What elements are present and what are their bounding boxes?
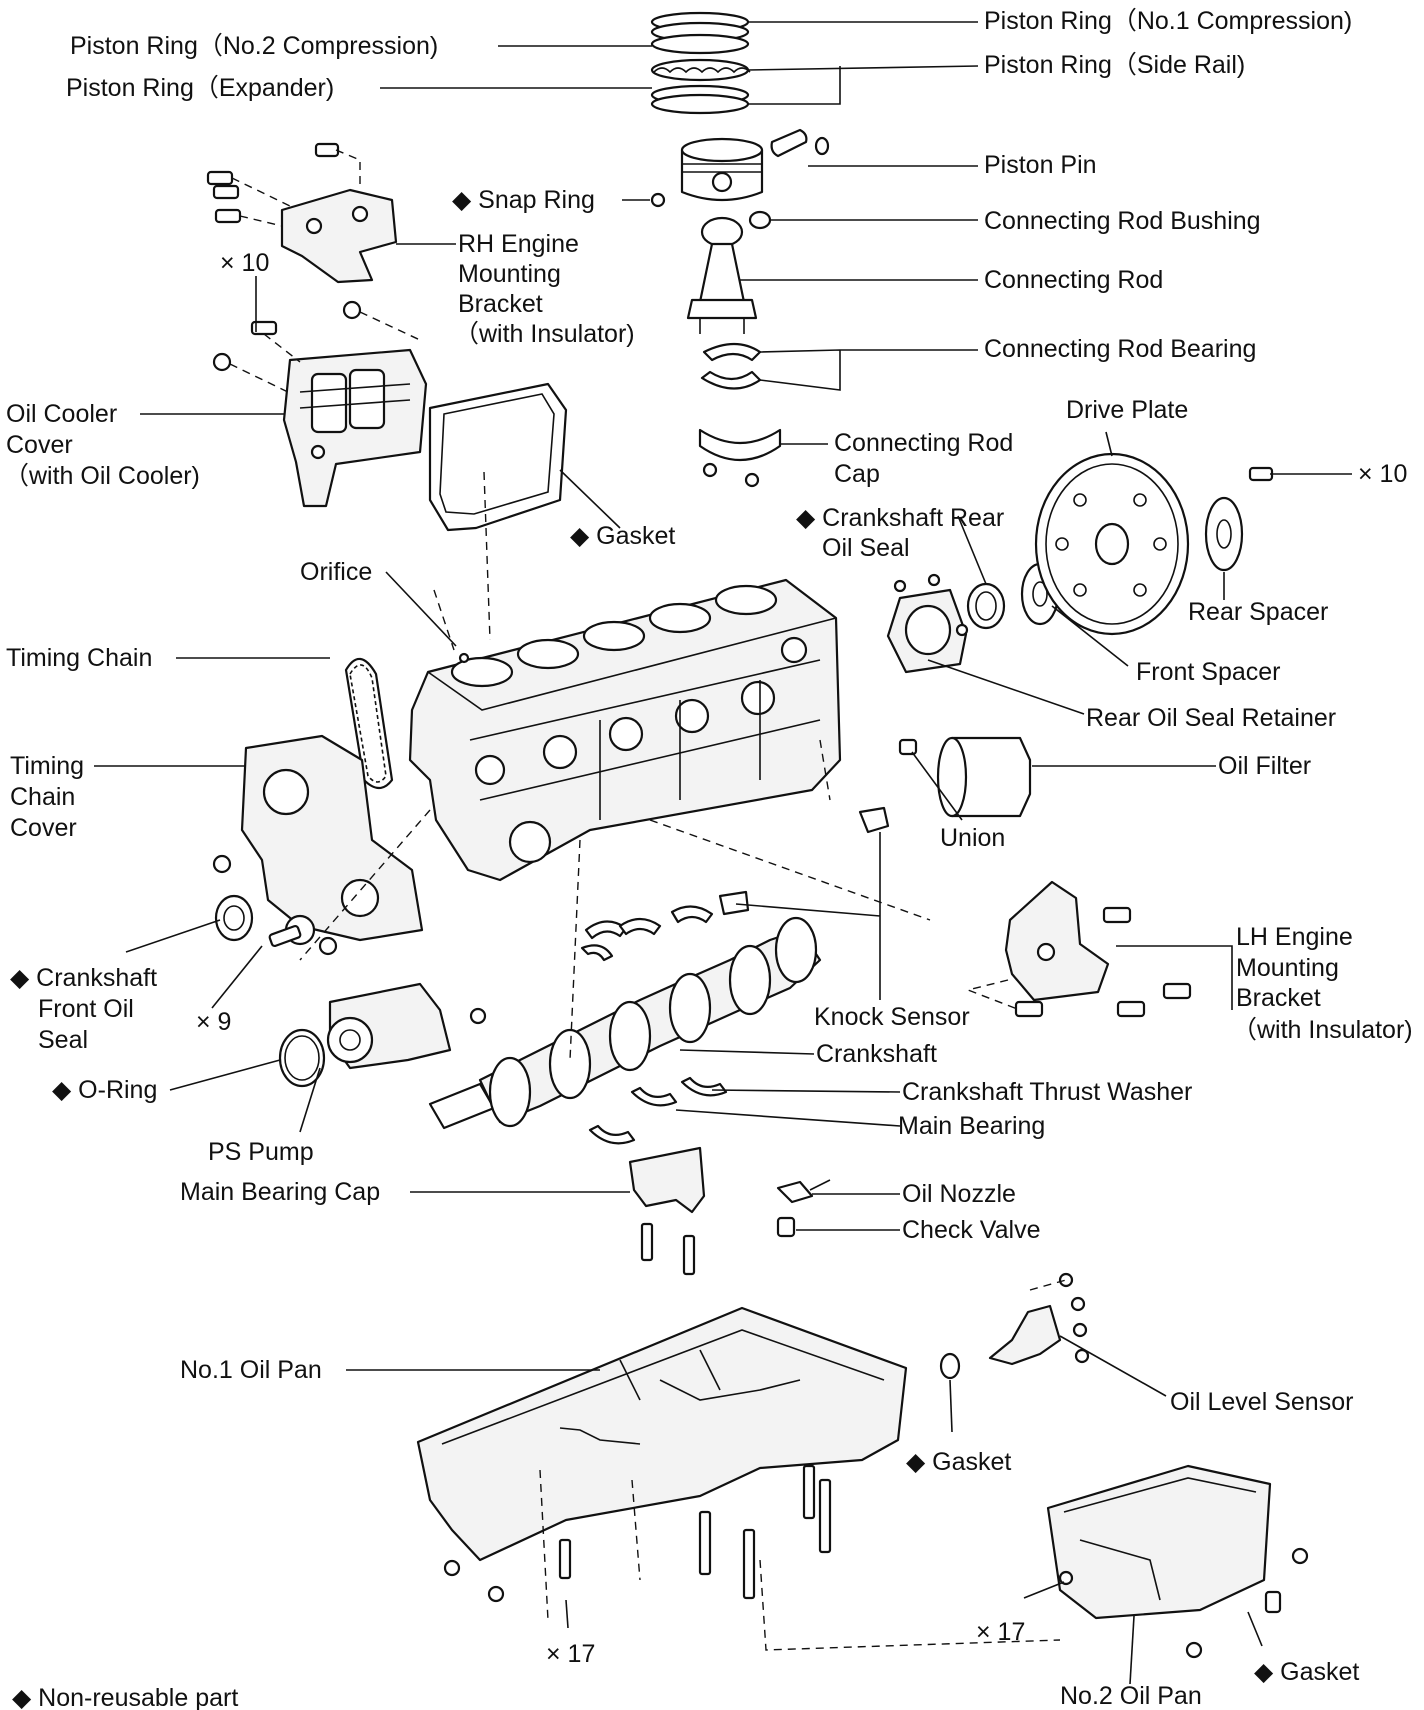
label-oil-cooler-line3: （with Oil Cooler) — [4, 462, 200, 490]
label-rh-bracket-line1: RH Engine — [458, 230, 579, 258]
label-rh-bracket-line2: Mounting — [458, 260, 561, 288]
connecting-rod-bushing — [748, 210, 772, 230]
timing-chain-cover — [212, 734, 424, 946]
connecting-rod-bearing — [700, 342, 762, 390]
label-oil-nozzle: Oil Nozzle — [902, 1180, 1016, 1208]
label-drive-plate: Drive Plate — [1066, 396, 1188, 424]
label-lh-bracket-line4: （with Insulator) — [1232, 1016, 1413, 1044]
label-front-oil-seal-line3: Seal — [38, 1026, 88, 1054]
label-gasket-plug: ◆ Gasket — [1254, 1658, 1359, 1686]
label-front-spacer: Front Spacer — [1136, 658, 1281, 686]
piston — [680, 137, 764, 202]
rear-oil-seal-retainer — [886, 573, 969, 674]
connecting-rod-cap — [698, 428, 782, 488]
label-rear-spacer: Rear Spacer — [1188, 598, 1328, 626]
label-no2-oil-pan: No.2 Oil Pan — [1060, 1682, 1202, 1710]
crankshaft — [428, 916, 822, 1130]
label-oil-cooler-line1: Oil Cooler — [6, 400, 117, 428]
label-ps-pump: PS Pump — [208, 1138, 314, 1166]
label-connecting-rod-bushing: Connecting Rod Bushing — [984, 207, 1261, 235]
label-piston-ring-expander: Piston Ring（Expander) — [66, 74, 334, 102]
union — [898, 738, 918, 756]
label-crankshaft-thrust-washer: Crankshaft Thrust Washer — [902, 1078, 1192, 1106]
label-bolt-qty-17-pan2: × 17 — [976, 1618, 1025, 1646]
label-lh-bracket-line2: Mounting — [1236, 954, 1339, 982]
drive-plate — [1034, 452, 1190, 636]
o-ring — [278, 1028, 326, 1088]
label-snap-ring: ◆ Snap Ring — [452, 186, 595, 214]
timing-chain — [344, 657, 394, 790]
label-rh-bracket-line3: Bracket — [458, 290, 543, 318]
label-o-ring: ◆ O-Ring — [52, 1076, 157, 1104]
check-valve — [776, 1216, 796, 1238]
rear-spacer — [1204, 466, 1274, 572]
connecting-rod — [686, 216, 758, 334]
label-main-bearing: Main Bearing — [898, 1112, 1045, 1140]
label-lh-bracket-line3: Bracket — [1236, 984, 1321, 1012]
label-connecting-rod-bearing: Connecting Rod Bearing — [984, 335, 1256, 363]
piston-ring-expander — [650, 58, 751, 115]
main-bearing-cap — [628, 1146, 706, 1276]
label-main-bearing-cap: Main Bearing Cap — [180, 1178, 380, 1206]
piston-pin — [770, 128, 830, 158]
rh-engine-mounting-bracket — [206, 142, 398, 284]
leader-lines — [94, 21, 1352, 1685]
label-timing-chain-cover-line1: Timing — [10, 752, 84, 780]
label-front-oil-seal-line2: Front Oil — [38, 995, 134, 1023]
label-bolt-qty-17-pan1: × 17 — [546, 1640, 595, 1668]
no1-oil-pan — [416, 1306, 908, 1603]
oil-filter — [936, 736, 1032, 818]
label-piston-ring-no2: Piston Ring（No.2 Compression) — [70, 32, 438, 60]
label-connecting-rod: Connecting Rod — [984, 266, 1163, 294]
legend-non-reusable-part: ◆ Non-reusable part — [12, 1684, 238, 1710]
label-timing-chain: Timing Chain — [6, 644, 152, 672]
label-oil-level-sensor: Oil Level Sensor — [1170, 1388, 1353, 1416]
label-connecting-rod-cap-line1: Connecting Rod — [834, 429, 1013, 457]
oil-nozzle — [776, 1179, 831, 1204]
label-union: Union — [940, 824, 1005, 852]
piston-ring-no2 — [650, 33, 750, 55]
lh-engine-mounting-bracket — [965, 880, 1192, 1018]
label-rear-oil-seal-line1: ◆ Crankshaft Rear — [796, 504, 1004, 532]
label-bolt-qty-10-drive: × 10 — [1358, 460, 1407, 488]
label-check-valve: Check Valve — [902, 1216, 1041, 1244]
label-oil-filter: Oil Filter — [1218, 752, 1311, 780]
oil-cooler-gasket — [428, 382, 568, 532]
label-no1-oil-pan: No.1 Oil Pan — [180, 1356, 322, 1384]
snap-ring — [650, 192, 666, 208]
knock-sensor — [718, 806, 890, 916]
label-piston-pin: Piston Pin — [984, 151, 1097, 179]
label-gasket-cooler: ◆ Gasket — [570, 522, 675, 550]
crankshaft-rear-oil-seal — [966, 582, 1006, 630]
label-lh-bracket-line1: LH Engine — [1236, 923, 1353, 951]
no2-oil-pan — [1046, 1464, 1309, 1659]
label-gasket-drain: ◆ Gasket — [906, 1448, 1011, 1476]
label-orifice: Orifice — [300, 558, 372, 586]
label-rh-bracket-line4: （with Insulator) — [454, 320, 635, 348]
ps-pump — [326, 982, 487, 1070]
main-bearings-lower — [588, 1076, 728, 1145]
label-rear-oil-seal-retainer: Rear Oil Seal Retainer — [1086, 704, 1336, 732]
label-oil-cooler-line2: Cover — [6, 431, 73, 459]
label-piston-ring-side-rail: Piston Ring（Side Rail) — [984, 51, 1245, 79]
label-timing-chain-cover-line3: Cover — [10, 814, 77, 842]
cylinder-block — [408, 578, 842, 882]
label-bolt-qty-10-rh: × 10 — [220, 249, 269, 277]
crankshaft-front-oil-seal — [214, 894, 338, 956]
label-rear-oil-seal-line2: Oil Seal — [822, 534, 910, 562]
main-bearings-upper — [580, 905, 714, 962]
oil-cooler-cover — [212, 300, 428, 508]
label-crankshaft: Crankshaft — [816, 1040, 937, 1068]
label-connecting-rod-cap-line2: Cap — [834, 460, 880, 488]
label-bolt-qty-9: × 9 — [196, 1008, 231, 1036]
label-knock-sensor: Knock Sensor — [814, 1003, 970, 1031]
label-front-oil-seal-line1: ◆ Crankshaft — [10, 964, 157, 992]
label-timing-chain-cover-line2: Chain — [10, 783, 75, 811]
oil-level-sensor — [988, 1272, 1090, 1366]
oil-pan-drain-gasket — [939, 1352, 961, 1380]
label-piston-ring-no1: Piston Ring（No.1 Compression) — [984, 7, 1352, 35]
